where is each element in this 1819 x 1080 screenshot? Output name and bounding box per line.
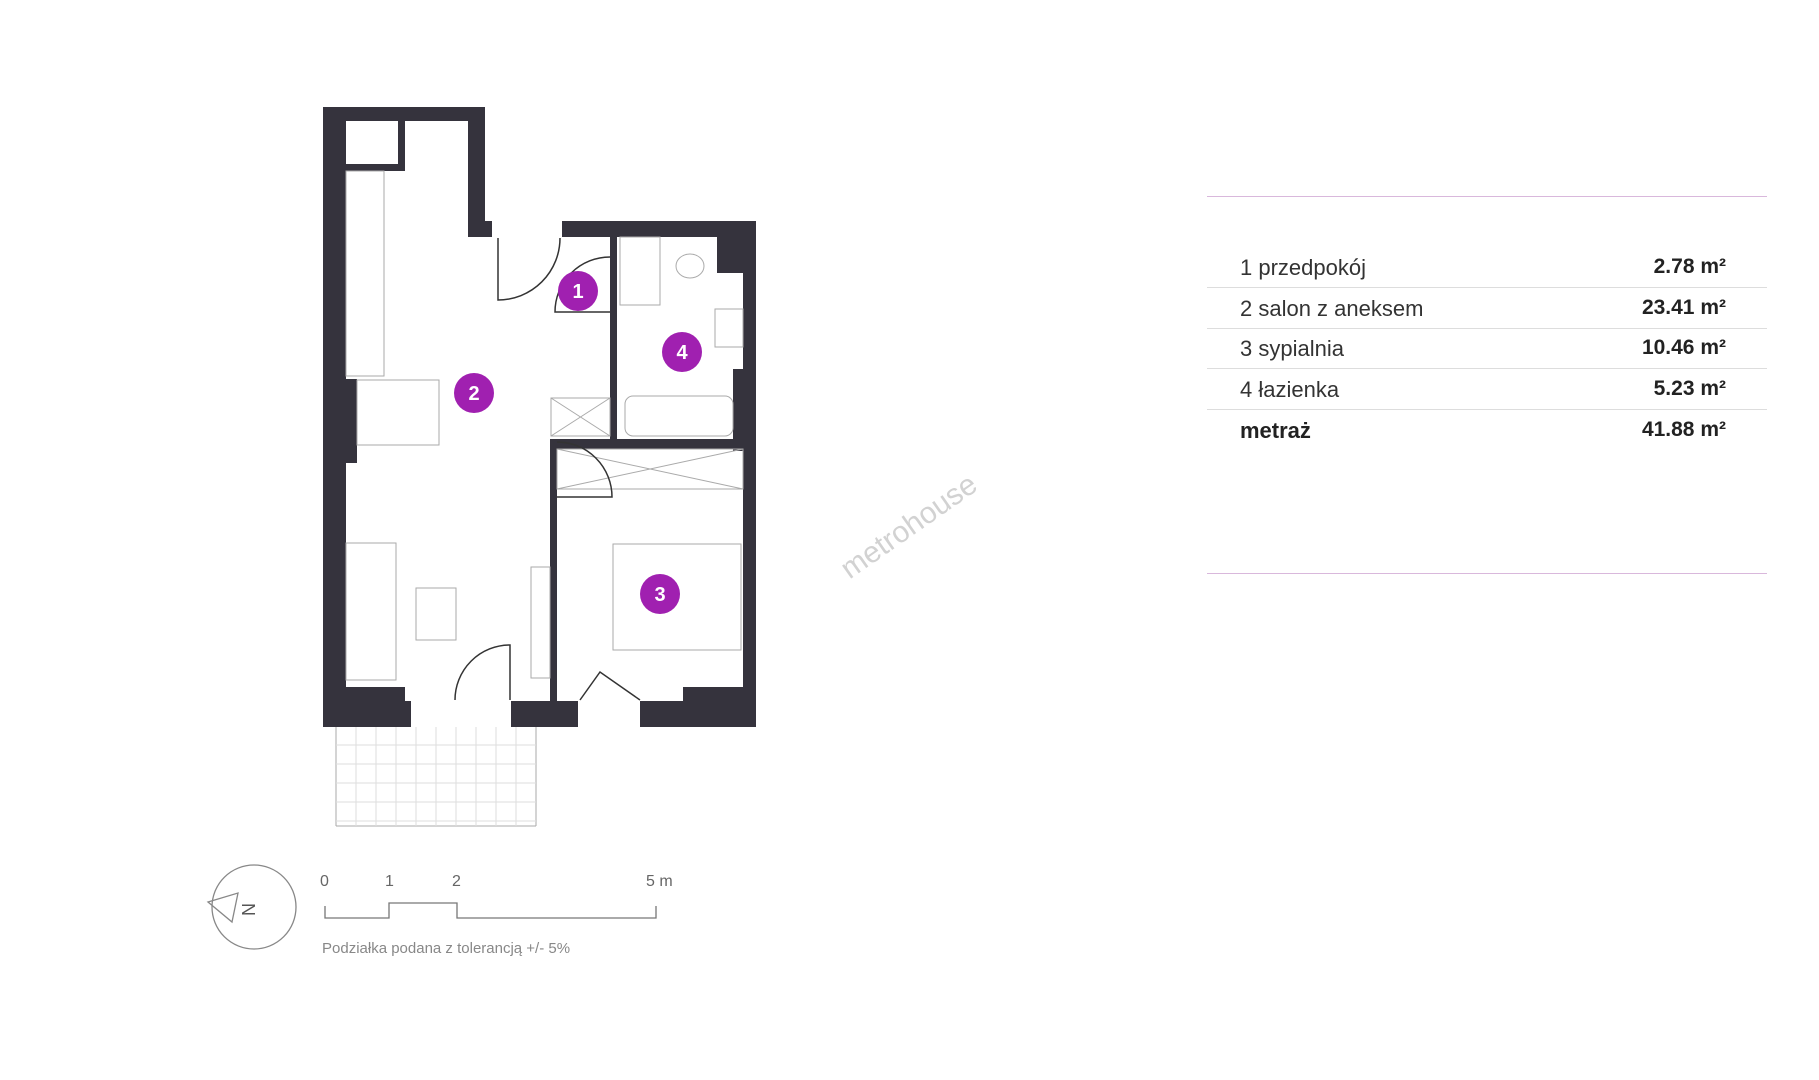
room-markers: 1 2 3 4 <box>454 271 702 614</box>
table-row-total: metraż 41.88 m² <box>1207 410 1767 450</box>
openings <box>411 220 640 728</box>
divider <box>1207 573 1767 574</box>
room-name: 1 przedpokój <box>1240 255 1366 280</box>
table-row: 3 sypialnia 10.46 m² <box>1207 328 1767 369</box>
balcony-grid <box>336 727 536 826</box>
scale-tick-label: 0 <box>320 873 329 890</box>
compass-north-label: N <box>239 903 259 916</box>
table-row: 4 łazienka 5.23 m² <box>1207 369 1767 410</box>
room-marker-4 <box>662 332 702 372</box>
walls <box>323 107 756 727</box>
room-area: 5.23 m² <box>1653 377 1726 400</box>
table-row: 1 przedpokój 2.78 m² <box>1207 247 1767 288</box>
room-name: 2 salon z aneksem <box>1240 296 1424 321</box>
room-marker-2 <box>454 373 494 413</box>
scale-bar <box>324 902 657 919</box>
furniture <box>335 170 744 827</box>
room-marker-1 <box>558 271 598 311</box>
room-name: 4 łazienka <box>1240 377 1340 402</box>
compass-icon: N <box>206 864 297 950</box>
room-area: 23.41 m² <box>1641 296 1726 319</box>
scale-tick-label: 2 <box>452 873 461 890</box>
room-marker-3 <box>640 574 680 614</box>
room-number: 4 <box>676 342 688 364</box>
divider <box>1207 196 1767 197</box>
room-number: 2 <box>468 383 479 405</box>
room-number: 3 <box>654 584 665 606</box>
table-row: 2 salon z aneksem 23.41 m² <box>1207 288 1767 329</box>
room-area: 10.46 m² <box>1641 336 1726 359</box>
scale-note: Podziałka podana z tolerancją +/- 5% <box>322 940 571 957</box>
room-name: 3 sypialnia <box>1240 336 1344 361</box>
total-label: metraż <box>1240 418 1311 443</box>
room-number: 1 <box>572 281 583 303</box>
total-area: 41.88 m² <box>1641 418 1726 441</box>
scale-tick-label: 5 m <box>646 873 673 890</box>
room-area: 2.78 m² <box>1653 255 1726 278</box>
scale-tick-label: 1 <box>385 873 394 890</box>
